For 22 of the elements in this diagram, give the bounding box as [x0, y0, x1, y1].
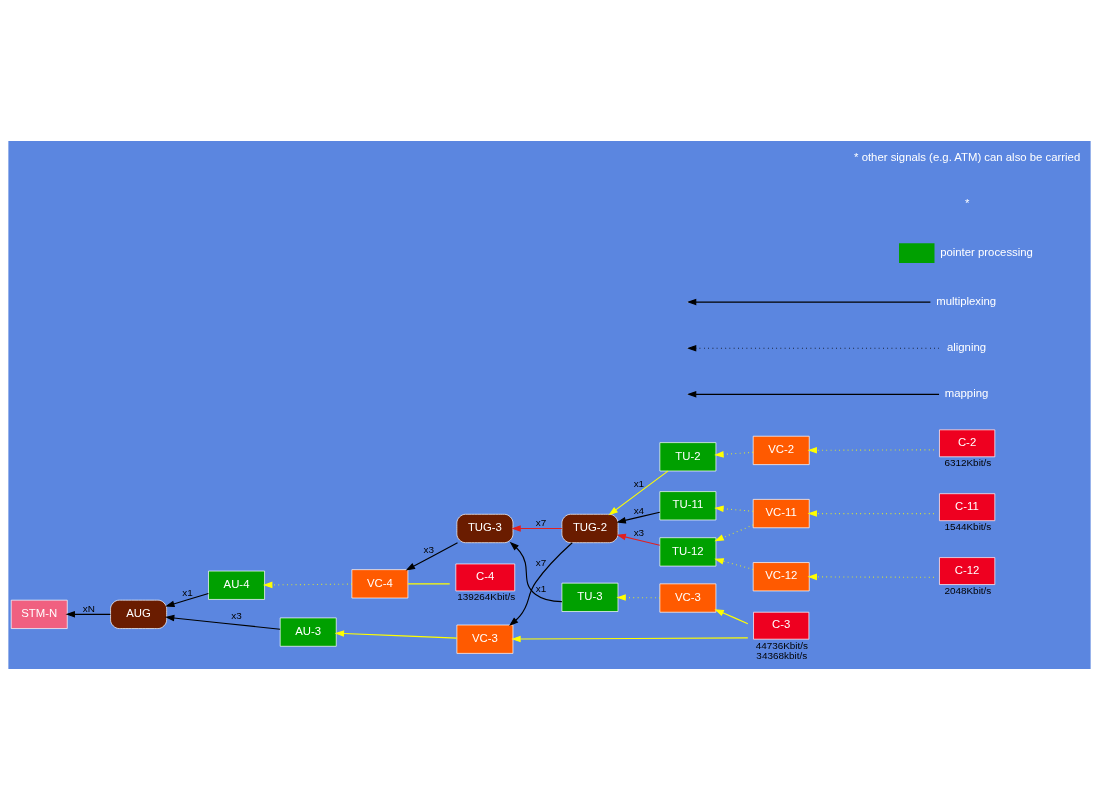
edge-label: x1 — [182, 586, 193, 598]
node-label: 44736Kbit/s — [755, 639, 809, 651]
legend-label: aligning — [946, 340, 987, 353]
label: * — [964, 196, 970, 209]
legend-label: multiplexing — [936, 294, 997, 307]
edge-label: xN — [82, 602, 95, 614]
legend-label: mapping — [944, 386, 989, 399]
edge-label: x1 — [633, 477, 645, 489]
legend-label: pointer processing — [940, 245, 1033, 258]
edge-label: x3 — [231, 609, 242, 621]
node-label: 139264Kbit/s — [457, 590, 516, 602]
edge-label: x7 — [535, 556, 547, 568]
label: * other signals (e.g. ATM) can also be carried — [854, 150, 1081, 163]
edge-label: x4 — [633, 504, 645, 516]
edge-label: x1 — [535, 582, 547, 594]
node-label: 2048Kbit/s — [944, 584, 992, 596]
node-label: 6312Kbit/s — [944, 456, 992, 468]
edge-label: x3 — [423, 543, 435, 555]
node-label: 34368kbit/s — [756, 649, 808, 661]
edge-label: x7 — [535, 516, 547, 528]
edge-label: x3 — [633, 526, 645, 538]
node-label: 1544Kbit/s — [944, 520, 992, 532]
